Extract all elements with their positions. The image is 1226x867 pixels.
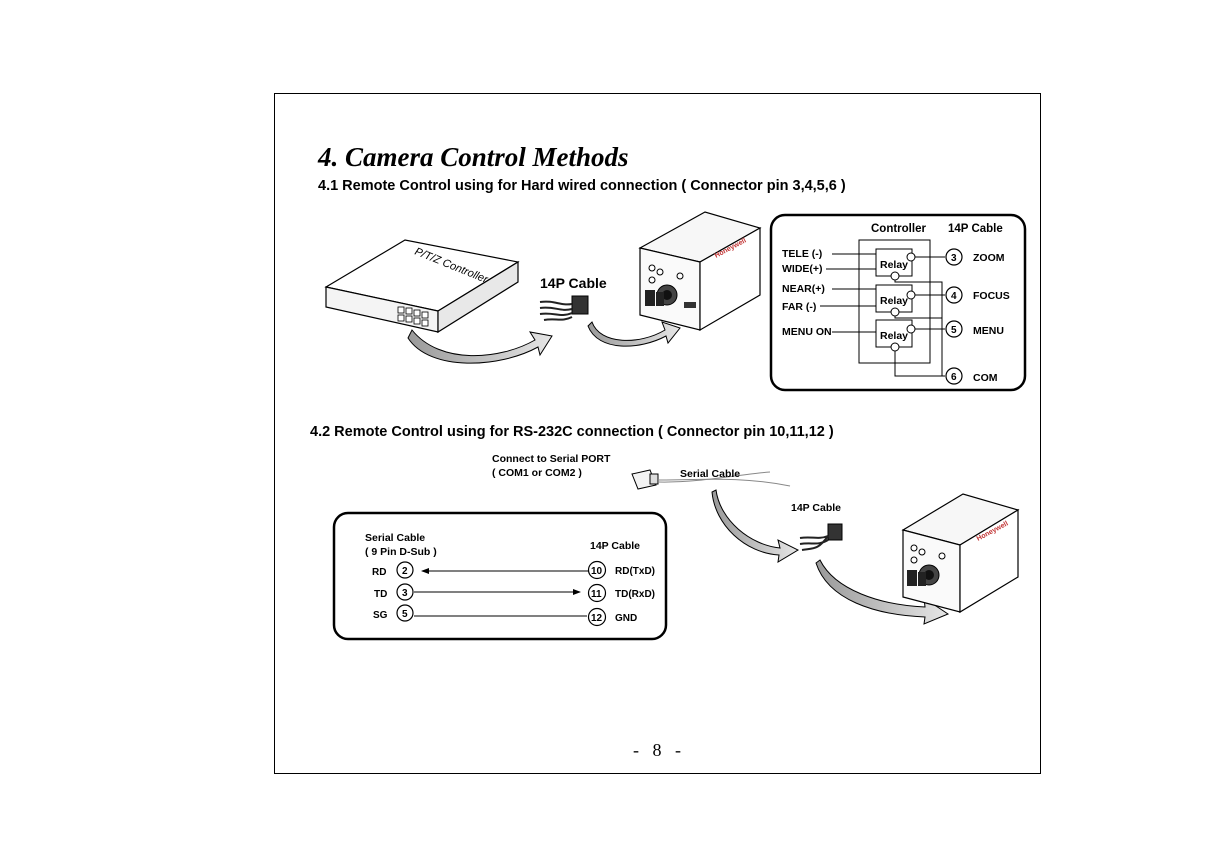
input-wide: WIDE(+) <box>782 263 823 275</box>
serial-port-label-line1: Connect to Serial PORT <box>492 453 611 465</box>
input-menu-on: MENU ON <box>782 326 832 338</box>
cable-pin-11: 11 <box>591 589 602 600</box>
signal-td: TD <box>374 589 387 600</box>
page-title: 4. Camera Control Methods <box>318 142 629 172</box>
dsub-pin-3: 3 <box>402 588 408 599</box>
camera-illustration-1: Honeywell <box>638 211 762 332</box>
signal-gnd: GND <box>615 613 637 624</box>
pin-4: 4 <box>951 291 957 302</box>
relay-1: Relay <box>880 259 908 271</box>
dsub-connector-icon <box>631 469 791 490</box>
swoosh-arrow-3 <box>711 489 800 563</box>
section-4-2-heading: 4.2 Remote Control using for RS-232C con… <box>310 424 834 440</box>
swoosh-arrow-1 <box>407 329 553 364</box>
cable-connector-icon-2 <box>799 523 843 551</box>
cable-pin-10: 10 <box>591 566 603 577</box>
relay-wiring-diagram: Controller 14P Cable TELE (-) WIDE(+) NE… <box>769 213 1027 392</box>
relay-2: Relay <box>880 295 908 307</box>
relay-3: Relay <box>880 330 908 342</box>
pin-label-focus: FOCUS <box>973 290 1010 302</box>
signal-rd: RD <box>372 567 386 578</box>
14p-cable-label-1: 14P Cable <box>540 275 607 291</box>
pin-label-com: COM <box>973 372 998 384</box>
14p-cable-header: 14P Cable <box>590 540 640 552</box>
serial-cable-label: Serial Cable <box>680 468 740 480</box>
camera-illustration-2: Honeywell <box>901 493 1020 614</box>
ptz-controller-illustration: P/T/Z Controller <box>324 239 520 334</box>
cable-pin-12: 12 <box>591 613 603 624</box>
serial-port-label-line2: ( COM1 or COM2 ) <box>492 467 582 479</box>
serial-pin-table: Serial Cable ( 9 Pin D-Sub ) 14P Cable R… <box>332 511 668 641</box>
input-tele: TELE (-) <box>782 248 822 260</box>
header-14p-cable: 14P Cable <box>948 223 1003 235</box>
swoosh-arrow-2 <box>587 321 681 347</box>
dsub-pin-2: 2 <box>402 566 408 577</box>
swoosh-arrow-4 <box>815 559 950 625</box>
dsub-header: ( 9 Pin D-Sub ) <box>365 546 437 558</box>
page-border <box>274 93 1041 774</box>
signal-rd-txd: RD(TxD) <box>615 566 655 577</box>
cable-connector-icon <box>539 295 589 321</box>
pin-6: 6 <box>951 372 957 383</box>
pin-label-zoom: ZOOM <box>973 252 1005 264</box>
signal-td-rxd: TD(RxD) <box>615 589 655 600</box>
pin-5: 5 <box>951 325 957 336</box>
pin-label-menu: MENU <box>973 325 1004 337</box>
page-number: - 8 - <box>633 740 681 760</box>
signal-sg: SG <box>373 610 388 621</box>
dsub-pin-5: 5 <box>402 609 408 620</box>
section-4-1-heading: 4.1 Remote Control using for Hard wired … <box>318 178 846 194</box>
serial-cable-header: Serial Cable <box>365 532 425 544</box>
pin-3: 3 <box>951 253 957 264</box>
14p-cable-label-2: 14P Cable <box>791 502 841 514</box>
input-far: FAR (-) <box>782 301 816 313</box>
input-near: NEAR(+) <box>782 283 825 295</box>
header-controller: Controller <box>871 223 926 235</box>
